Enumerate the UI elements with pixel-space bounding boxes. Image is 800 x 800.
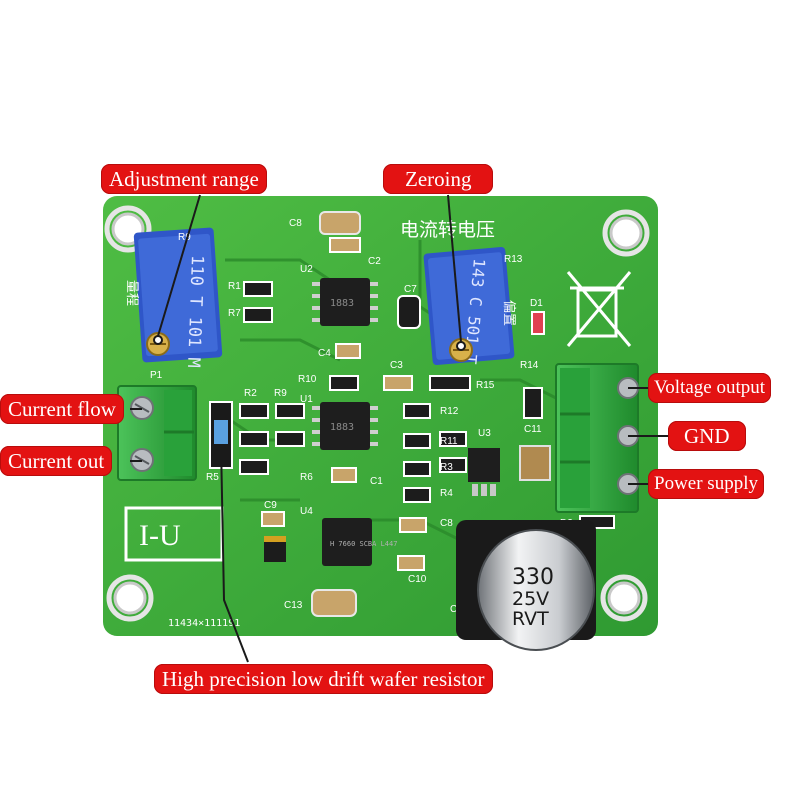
svg-text:C9: C9 [264, 500, 277, 511]
svg-text:C3: C3 [390, 360, 403, 371]
ref-designators: C8 C2 R9 U2 R1 R7 P1 R10 C4 R2 R9 U1 R5 … [150, 218, 573, 615]
svg-text:C10: C10 [408, 574, 427, 585]
svg-text:C2: C2 [368, 256, 381, 267]
smd-components [209, 211, 615, 617]
callout-leaders [130, 194, 672, 663]
output-terminal-block [555, 363, 639, 513]
capacitor-value: 330 [512, 565, 554, 590]
ic-u4-marking: H 7660 SCBA L447 [330, 540, 397, 548]
svg-text:R10: R10 [298, 374, 317, 385]
svg-text:C8: C8 [440, 518, 453, 529]
electrolytic-capacitor: 330 25V RVT [456, 520, 596, 651]
svg-text:C8: C8 [289, 218, 302, 229]
logo-text: I-U [139, 519, 181, 552]
span-potentiometer: 110 T 101 M [133, 227, 223, 368]
ic-u4: H 7660 SCBA L447 [322, 518, 397, 566]
input-terminal-block [117, 385, 197, 481]
svg-text:D1: D1 [530, 298, 543, 309]
svg-text:R3: R3 [440, 462, 453, 473]
zero-potentiometer: 143 C 501 T [423, 246, 515, 365]
weee-icon [566, 271, 632, 347]
svg-text:R2: R2 [244, 388, 257, 399]
callout-voltage-output: Voltage output [648, 373, 772, 403]
ic-u2-marking: 1883 [330, 298, 354, 309]
svg-text:U2: U2 [300, 264, 313, 275]
callout-current-out: Current out [0, 446, 113, 476]
mounting-holes [111, 212, 643, 615]
pot-left-side-label: 量程 [124, 280, 139, 306]
svg-text:R13: R13 [504, 254, 523, 265]
callout-zeroing: Zeroing [383, 164, 494, 194]
svg-text:R9: R9 [178, 232, 191, 243]
svg-text:C7: C7 [404, 284, 417, 295]
capacitor-voltage: 25V [512, 588, 549, 610]
callout-gnd: GND [668, 421, 746, 451]
serial-number: 11434×111191 [168, 618, 240, 629]
svg-text:C13: C13 [284, 600, 303, 611]
capacitor-series: RVT [512, 608, 549, 630]
svg-text:R14: R14 [520, 360, 539, 371]
svg-text:R5: R5 [206, 472, 219, 483]
svg-text:U4: U4 [300, 506, 313, 517]
svg-text:R7: R7 [228, 308, 241, 319]
svg-text:R6: R6 [300, 472, 313, 483]
callout-current-flow: Current flow [0, 394, 124, 424]
svg-text:R4: R4 [440, 488, 453, 499]
callout-adjustment-range: Adjustment range [101, 164, 267, 194]
svg-text:C1: C1 [370, 476, 383, 487]
svg-text:U3: U3 [478, 428, 491, 439]
pot-right-side-label: 偏置 [501, 300, 516, 326]
pot-left-code: 110 T 101 M [183, 255, 207, 368]
regulator-u3 [468, 448, 500, 496]
board-title: 电流转电压 [400, 219, 495, 241]
svg-text:R11: R11 [440, 436, 458, 447]
callout-power-supply: Power supply [648, 469, 764, 499]
ic-u2: 1883 [320, 278, 370, 326]
callout-resistor: High precision low drift wafer resistor [154, 664, 493, 694]
svg-text:R12: R12 [440, 406, 459, 417]
svg-text:R9: R9 [274, 388, 287, 399]
svg-text:U1: U1 [300, 394, 313, 405]
svg-text:C4: C4 [318, 348, 331, 359]
ic-u1-marking: 1883 [330, 422, 354, 433]
ic-u1: 1883 [320, 402, 370, 450]
svg-text:C11: C11 [524, 424, 542, 435]
svg-text:R1: R1 [228, 281, 241, 292]
svg-text:R15: R15 [476, 380, 495, 391]
svg-text:P1: P1 [150, 370, 163, 381]
